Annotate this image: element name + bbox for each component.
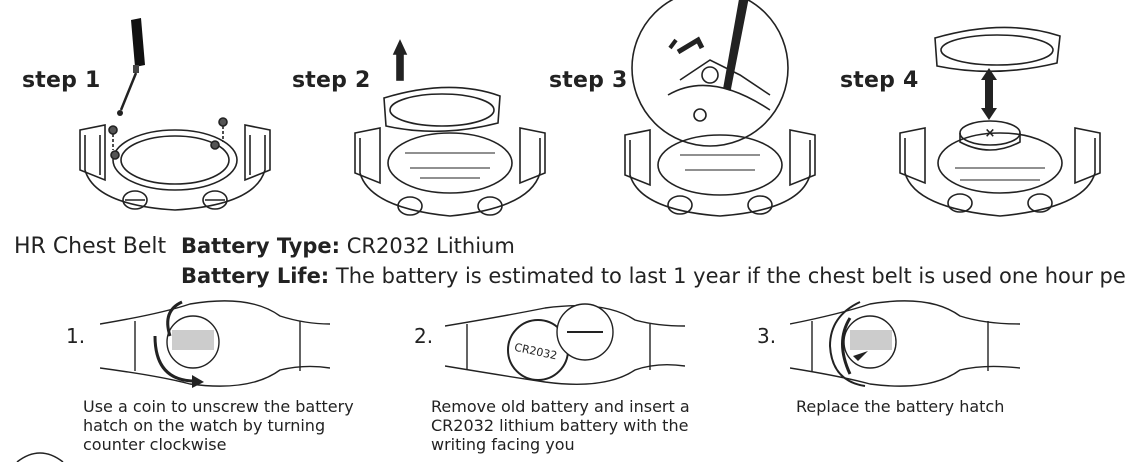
arrow-up-down-icon [981, 68, 997, 120]
caption-line: Use a coin to unscrew the battery [83, 397, 354, 416]
step-1-illustration [79, 18, 271, 211]
battery-life-label: Battery Life: [181, 264, 330, 288]
belt-step-1-number: 1. [66, 324, 86, 348]
belt-step-3-caption: Replace the battery hatch [796, 397, 1004, 416]
battery-mark: × [985, 126, 996, 141]
battery-type-value: CR2032 Lithium [346, 234, 515, 258]
step-4-illustration: × [899, 26, 1101, 217]
watch-strap-lug-left [79, 124, 106, 182]
belt-step-3-illustration [790, 300, 1020, 387]
case-back-cover [383, 86, 501, 133]
watch-strap-lug-right [244, 124, 271, 182]
arrow-up-icon [392, 39, 408, 55]
belt-step-1-caption: Use a coin to unscrew the battery hatch … [83, 397, 354, 454]
battery-type-line: Battery Type: CR2032 Lithium [181, 234, 515, 258]
watch-button-left [122, 190, 148, 210]
belt-step-2-illustration: CR2032 [445, 303, 685, 385]
screw-icon [108, 117, 228, 160]
partial-circle-icon [16, 452, 64, 462]
caption-line: Remove old battery and insert a [431, 397, 690, 416]
battery-life-value: The battery is estimated to last 1 year … [335, 264, 1127, 288]
battery-marking: CR2032 [513, 341, 558, 363]
pry-tool-icon [723, 0, 749, 92]
caption-line: Replace the battery hatch [796, 397, 1005, 416]
step-2-illustration [354, 39, 546, 217]
battery-type-label: Battery Type: [181, 234, 341, 258]
case-back-cover [934, 26, 1061, 73]
hr-chest-belt-title: HR Chest Belt [14, 234, 167, 259]
belt-step-2-number: 2. [414, 324, 434, 348]
belt-step-3-number: 3. [757, 324, 777, 348]
caption-line: counter clockwise [83, 435, 227, 454]
step-4-label: step 4 [840, 68, 919, 93]
arrow-double-icon [676, 36, 705, 55]
step-1-label: step 1 [22, 68, 101, 93]
step-3-label: step 3 [549, 68, 628, 93]
belt-outline-bottom [100, 365, 330, 387]
watch-body-outline [84, 135, 266, 211]
belt-outline-top [100, 300, 330, 325]
step-2-label: step 2 [292, 68, 371, 93]
watch-button-right [202, 190, 228, 210]
belt-step-1-illustration [100, 300, 330, 388]
caption-line: hatch on the watch by turning [83, 416, 326, 435]
caption-line: CR2032 lithium battery with the [431, 416, 689, 435]
clockwise-arrow-icon [841, 317, 852, 375]
step-3-illustration [624, 0, 816, 217]
battery-life-line: Battery Life: The battery is estimated t… [181, 264, 1127, 288]
caption-line: writing facing you [431, 435, 575, 454]
watch-case-back [112, 129, 238, 191]
battery-hatch [166, 315, 220, 369]
screwdriver-icon [117, 18, 145, 116]
belt-step-2-caption: Remove old battery and insert a CR2032 l… [431, 397, 690, 454]
magnified-view [631, 0, 789, 147]
counter-clockwise-arrow-icon [153, 335, 196, 383]
